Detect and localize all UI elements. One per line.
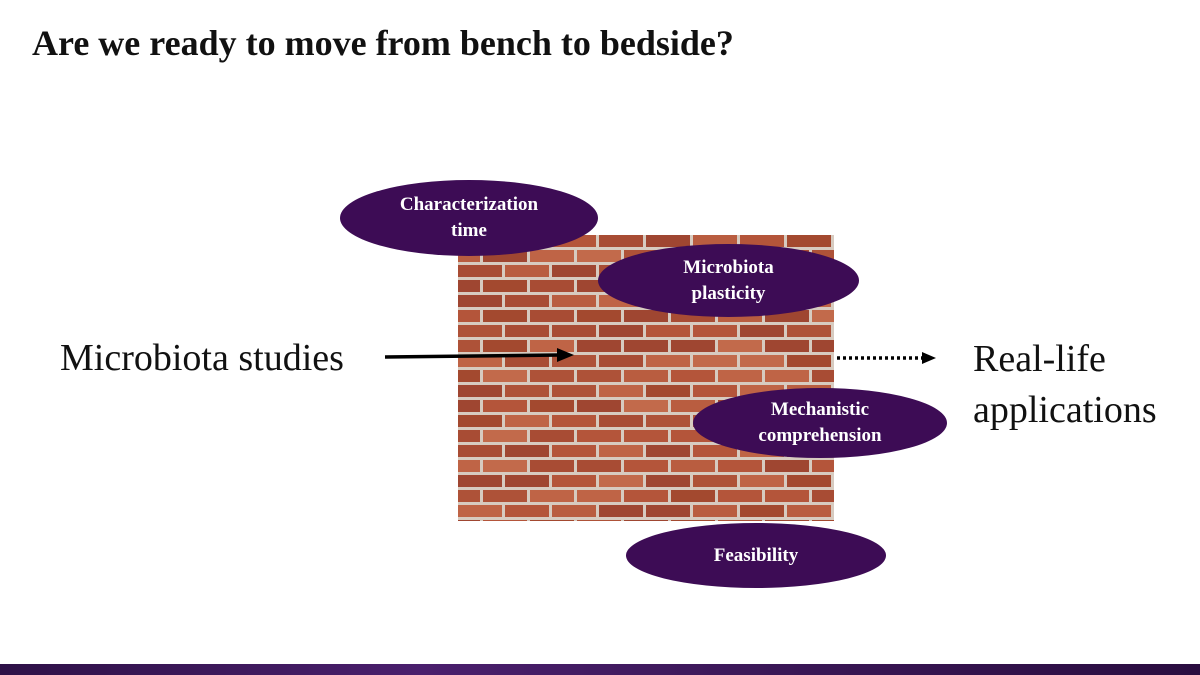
slide-title: Are we ready to move from bench to bedsi…	[32, 23, 734, 63]
dotted-arrow-icon	[837, 352, 936, 364]
source-label: Microbiota studies	[60, 337, 344, 379]
barrier-2-line-2: plasticity	[691, 282, 766, 304]
target-label-line-2: applications	[973, 389, 1157, 432]
barrier-3-line-1: Mechanistic	[770, 399, 870, 421]
barrier-4-line-1: Feasibility	[713, 544, 799, 566]
footer-band	[0, 664, 1200, 675]
barrier-feasibility: Feasibility	[626, 523, 886, 588]
barrier-microbiota-plasticity: Microbiota plasticity	[598, 244, 859, 317]
barrier-1-line-1: Characterization	[399, 194, 539, 216]
barrier-2-line-1: Microbiota	[683, 256, 774, 278]
target-label-line-1: Real-life	[973, 338, 1106, 380]
barrier-3-line-2: comprehension	[758, 425, 882, 446]
barrier-1-line-2: time	[451, 220, 487, 241]
barrier-characterization-time: Characterization time	[340, 180, 598, 256]
target-label: Real-life applications	[973, 334, 1157, 437]
barrier-mechanistic-comprehension: Mechanistic comprehension	[693, 388, 947, 458]
